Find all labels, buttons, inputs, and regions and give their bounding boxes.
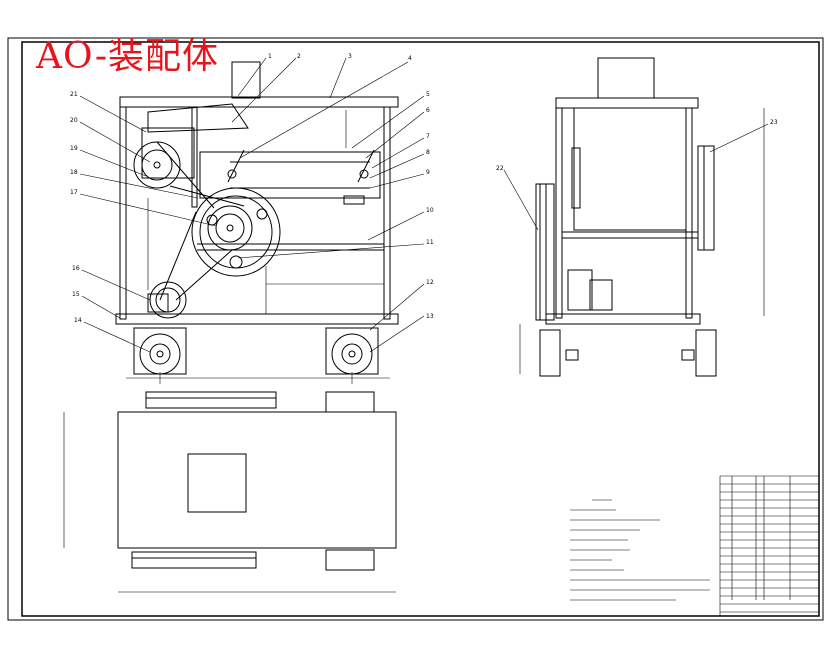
callout-17: 17 — [70, 189, 78, 196]
side-axle-left — [566, 350, 578, 360]
side-motor-housing — [568, 270, 592, 310]
pivot-right — [360, 170, 368, 178]
side-hopper — [598, 58, 654, 98]
drawing-title: AO-装配体 — [36, 36, 219, 77]
wheel-right-hub — [342, 344, 362, 364]
frame-post-left — [120, 107, 126, 319]
feed-chute — [148, 104, 248, 132]
side-view — [520, 58, 764, 376]
outlet-block — [344, 196, 364, 204]
belt-lower-a — [160, 212, 196, 300]
top-pulley-bottom — [132, 552, 256, 568]
callout-23: 23 — [770, 119, 778, 126]
side-pulley-left — [536, 184, 554, 320]
callout-12: 12 — [426, 279, 434, 286]
wheel-right — [332, 334, 372, 374]
side-wheel-left — [540, 330, 560, 376]
side-drum — [574, 108, 686, 230]
callout-labels: 1 2 3 4 5 6 7 8 9 10 11 12 13 14 15 16 1… — [70, 53, 778, 324]
flywheel-hole-left — [207, 215, 217, 225]
wheel-left-hub — [150, 344, 170, 364]
side-bottom-bar — [546, 314, 700, 324]
side-axle-right — [682, 350, 694, 360]
callout-1: 1 — [268, 53, 272, 60]
flywheel — [192, 188, 280, 276]
bottom-frame-bar — [116, 314, 398, 324]
callout-11: 11 — [426, 239, 434, 246]
pivot-left — [228, 170, 236, 178]
side-drum-flange — [572, 148, 580, 208]
title-block — [720, 476, 819, 616]
small-pulley-hub — [142, 150, 172, 180]
top-frame-bar — [120, 97, 398, 107]
technical-notes — [570, 500, 710, 600]
inner-frame — [22, 42, 819, 616]
main-pulley-hub — [216, 214, 244, 242]
callout-3: 3 — [348, 53, 352, 60]
small-pulley — [134, 142, 180, 188]
side-post-left — [556, 108, 562, 318]
callout-10: 10 — [426, 207, 434, 214]
callout-2: 2 — [297, 53, 301, 60]
callout-20: 20 — [70, 117, 78, 124]
callout-9: 9 — [426, 169, 430, 176]
top-wheel-top — [326, 392, 374, 412]
wheel-right-axle — [349, 351, 355, 357]
front-view — [116, 62, 398, 384]
callout-15: 15 — [72, 291, 80, 298]
crank-link-left — [228, 150, 244, 182]
motor-base — [148, 294, 168, 312]
top-frame — [118, 412, 396, 548]
outer-frame — [8, 38, 823, 620]
motor-inner — [156, 288, 180, 312]
small-pulley-axle — [154, 162, 160, 168]
side-top-bar — [556, 98, 698, 108]
callout-4: 4 — [408, 55, 412, 62]
callout-13: 13 — [426, 313, 434, 320]
frame-post-mid — [192, 107, 197, 207]
top-pulley-top — [146, 392, 276, 408]
callout-18: 18 — [70, 169, 78, 176]
callout-7: 7 — [426, 133, 430, 140]
side-motor — [590, 280, 612, 310]
callout-14: 14 — [74, 317, 82, 324]
callout-22: 22 — [496, 165, 504, 172]
upper-housing — [142, 128, 194, 178]
callout-leaders — [80, 58, 768, 352]
side-post-right — [686, 108, 692, 318]
screen-box — [200, 152, 380, 198]
top-view — [64, 392, 396, 592]
main-axle — [227, 225, 233, 231]
callout-16: 16 — [72, 265, 80, 272]
top-hopper-opening — [188, 454, 246, 512]
belt-lower-b — [176, 250, 232, 300]
side-wheel-right — [696, 330, 716, 376]
callout-5: 5 — [426, 91, 430, 98]
belt-upper-a — [157, 142, 214, 208]
top-wheel-bottom — [326, 550, 374, 570]
hopper — [232, 62, 260, 98]
wheel-left — [140, 334, 180, 374]
side-pulley-right — [698, 146, 714, 250]
flywheel-hole-bottom — [230, 256, 242, 268]
bom-table — [720, 476, 819, 616]
wheel-left-axle — [157, 351, 163, 357]
callout-21: 21 — [70, 91, 78, 98]
callout-19: 19 — [70, 145, 78, 152]
belt-upper-b — [170, 186, 244, 206]
callout-8: 8 — [426, 149, 430, 156]
main-pulley — [208, 206, 252, 250]
frame-post-right — [384, 107, 390, 319]
flywheel-hole-right — [257, 209, 267, 219]
callout-6: 6 — [426, 107, 430, 114]
